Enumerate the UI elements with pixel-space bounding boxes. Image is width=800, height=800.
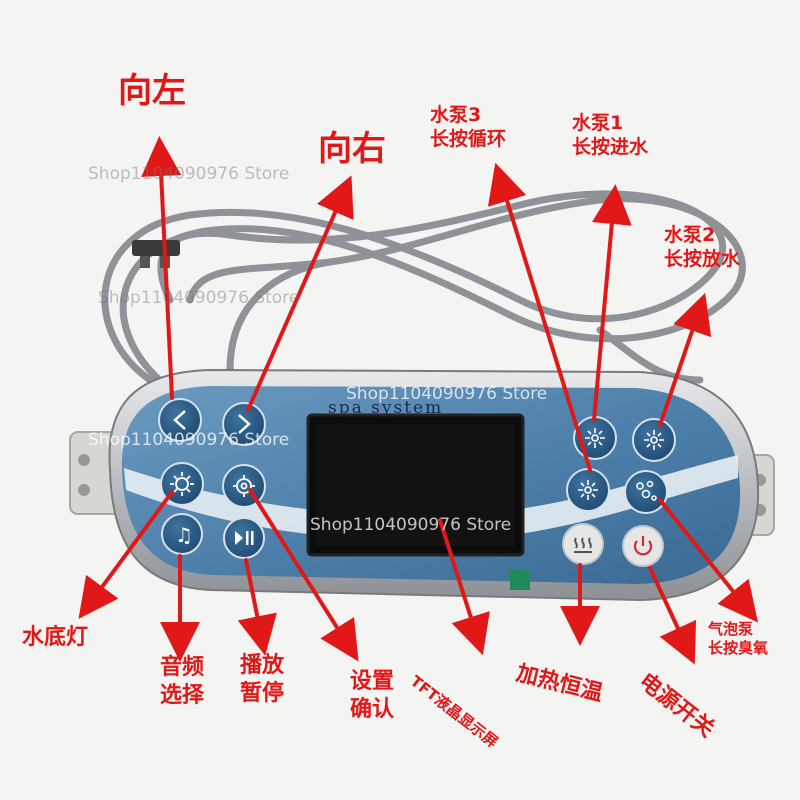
button-bubble[interactable] bbox=[624, 470, 668, 514]
brand-text: spa system bbox=[328, 398, 444, 418]
arrow-right bbox=[246, 175, 354, 412]
button-right[interactable] bbox=[222, 402, 266, 446]
label-light: 水底灯 bbox=[22, 625, 89, 650]
button-audio[interactable]: ♫ bbox=[161, 513, 203, 555]
arrow-pump1 bbox=[591, 184, 632, 422]
arrow-settings bbox=[248, 488, 359, 662]
status-led bbox=[510, 570, 530, 590]
bubble-icon bbox=[636, 480, 657, 501]
arrow-pump2 bbox=[658, 292, 712, 427]
chevron-right-icon bbox=[238, 414, 251, 434]
label-right: 向右 bbox=[318, 129, 386, 169]
arrow-play bbox=[237, 558, 277, 656]
button-heat[interactable] bbox=[562, 523, 604, 565]
button-power[interactable] bbox=[622, 525, 664, 567]
label-play: 播放暂停 bbox=[240, 653, 285, 706]
arrow-pump3 bbox=[487, 162, 592, 472]
sun-icon bbox=[170, 472, 194, 496]
label-audio: 音频选择 bbox=[160, 655, 205, 708]
music-note-icon: ♫ bbox=[175, 523, 193, 547]
annotation-arrows bbox=[78, 136, 758, 665]
button-pump1[interactable] bbox=[632, 418, 676, 462]
button-left[interactable] bbox=[158, 398, 202, 442]
pump-icon bbox=[644, 430, 664, 450]
arrow-light bbox=[78, 490, 174, 619]
label-bubble: 气泡泵长按臭氧 bbox=[708, 620, 769, 657]
panel-swoosh bbox=[124, 455, 738, 541]
heat-icon bbox=[574, 537, 592, 553]
watermark: Shop1104090976 Store bbox=[88, 430, 290, 450]
label-left: 向左 bbox=[118, 71, 186, 111]
play-pause-icon bbox=[235, 531, 254, 545]
gear-icon bbox=[233, 475, 255, 497]
chevron-left-icon bbox=[173, 410, 186, 430]
watermark: Shop1104090976 Store bbox=[346, 384, 548, 404]
pump-icon bbox=[578, 480, 598, 500]
watermark: Shop1104090976 Store bbox=[310, 515, 512, 535]
arrow-bubble bbox=[658, 498, 758, 623]
arrow-power bbox=[648, 566, 697, 665]
power-icon bbox=[633, 536, 653, 556]
watermark: Shop1104090976 Store bbox=[98, 288, 300, 308]
label-settings: 设置确认 bbox=[350, 669, 395, 722]
button-play[interactable] bbox=[223, 517, 265, 559]
arrow-tft bbox=[438, 518, 490, 656]
button-pump2[interactable] bbox=[566, 468, 610, 512]
watermark: Shop1104090976 Store bbox=[88, 164, 290, 184]
pump-icon bbox=[585, 428, 605, 448]
arrow-left bbox=[141, 136, 182, 400]
